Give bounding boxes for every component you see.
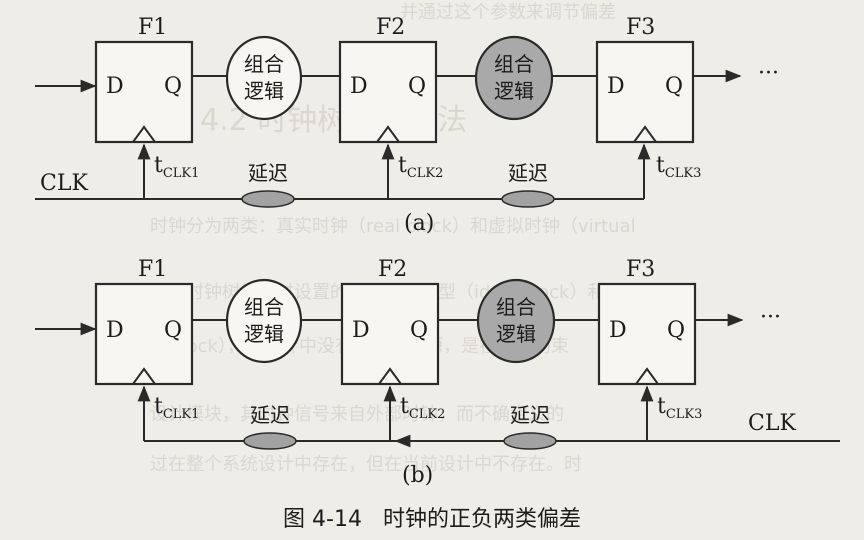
combinational-logic-block (225, 278, 303, 364)
q-pin-label: Q (667, 318, 685, 343)
clock-triangle (635, 367, 659, 385)
continuation-dots: ··· (760, 305, 781, 330)
continuation-dots: ··· (758, 61, 779, 86)
d-pin-label: D (607, 74, 625, 99)
flipflop-name: F1 (138, 15, 167, 40)
clock-time-label: tCLK2 (398, 153, 443, 181)
flipflop-name: F2 (376, 15, 405, 40)
logic-label: 组合 (496, 295, 536, 319)
delay-element (501, 190, 555, 208)
flipflop-name: F2 (378, 257, 407, 282)
combinational-logic-block (225, 35, 303, 121)
clock-triangle (378, 367, 402, 385)
d-pin-label: D (352, 318, 370, 343)
panel-label: (b) (402, 463, 433, 488)
q-pin-label: Q (410, 318, 428, 343)
panel-label: (a) (404, 211, 434, 236)
clock-time-label: tCLK2 (400, 394, 445, 422)
figure-caption: 图 4-14 时钟的正负两类偏差 (283, 507, 581, 532)
svg-text:设计模块，其时钟信号来自外部时钟，而不确定义的: 设计模块，其时钟信号来自外部时钟，而不确定义的 (150, 404, 564, 425)
d-pin-label: D (106, 74, 124, 99)
logic-label: 组合 (494, 52, 534, 76)
svg-text:并通过这个参数来调节偏差: 并通过这个参数来调节偏差 (400, 2, 616, 23)
delay-element (243, 432, 297, 450)
panel-a: F1 F2 F3 D Q D Q D Q ··· 组合 逻辑 组合 逻辑 (35, 15, 779, 236)
logic-label: 逻辑 (496, 322, 536, 346)
d-pin-label: D (350, 74, 368, 99)
q-pin-label: Q (665, 74, 683, 99)
clock-label: CLK (40, 171, 88, 196)
logic-label: 逻辑 (494, 79, 534, 103)
clock-time-label: tCLK1 (154, 394, 199, 422)
d-pin-label: D (609, 318, 627, 343)
clock-triangle (376, 125, 400, 143)
delay-element (503, 432, 557, 450)
delay-label: 延迟 (508, 161, 548, 185)
q-pin-label: Q (164, 74, 182, 99)
clock-time-label: tCLK3 (656, 153, 701, 181)
flipflop-name: F3 (626, 15, 655, 40)
clock-triangle (633, 125, 657, 143)
clock-triangle (132, 367, 156, 385)
d-pin-label: D (106, 318, 124, 343)
delay-label: 延迟 (250, 403, 290, 427)
logic-label: 组合 (244, 295, 284, 319)
combinational-logic-block-shaded (474, 35, 554, 121)
svg-text:过在整个系统设计中存在，但在当前设计中不存在。时: 过在整个系统设计中存在，但在当前设计中不存在。时 (150, 454, 582, 475)
logic-label: 逻辑 (244, 322, 284, 346)
flipflop-name: F1 (138, 257, 167, 282)
panel-b: F1 F2 F3 D Q D Q D Q ··· 组合 逻辑 组合 逻辑 (35, 257, 840, 488)
delay-label: 延迟 (510, 403, 550, 427)
svg-text:时钟分为两类：真实时钟（real clock）和虚拟时钟（v: 时钟分为两类：真实时钟（real clock）和虚拟时钟（virtual (150, 216, 636, 237)
logic-label: 组合 (244, 52, 284, 76)
delay-element (241, 190, 295, 208)
q-pin-label: Q (408, 74, 426, 99)
flipflop-name: F3 (626, 257, 655, 282)
delay-label: 延迟 (248, 161, 288, 185)
clock-label: CLK (748, 411, 796, 436)
combinational-logic-block-shaded (476, 278, 556, 364)
clock-time-label: tCLK1 (154, 153, 199, 181)
q-pin-label: Q (164, 318, 182, 343)
clock-triangle (132, 125, 156, 143)
clock-time-label: tCLK3 (657, 394, 702, 422)
logic-label: 逻辑 (244, 79, 284, 103)
